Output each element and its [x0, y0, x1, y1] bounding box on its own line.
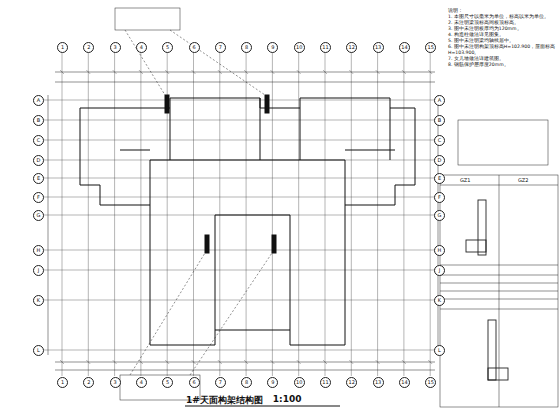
grid-bubble: C [33, 135, 44, 146]
grid-line [351, 52, 352, 376]
grid-bubble: 10 [294, 42, 305, 53]
grid-bubble: 3 [110, 42, 121, 53]
grid-bubble: 2 [83, 42, 94, 53]
grid-line [219, 52, 220, 376]
grid-bubble: F [33, 192, 44, 203]
grid-bubble: 13 [373, 42, 384, 53]
grid-line [272, 52, 273, 376]
note-text: 8. 钢筋保护层厚度20mm。 [448, 62, 556, 68]
grid-line [62, 52, 63, 376]
detail-table [440, 120, 558, 407]
note-text: 说明： [448, 8, 556, 14]
grid-line [44, 120, 434, 121]
grid-line [44, 300, 434, 301]
grid-bubble: B [434, 115, 445, 126]
grid-bubble: J [434, 265, 445, 276]
scale-label: 1:100 [273, 394, 302, 404]
grid-line [377, 52, 378, 376]
grid-bubble: 9 [267, 377, 278, 388]
grid-bubble: G [33, 210, 44, 221]
grid-bubble: L [434, 345, 445, 356]
grid-bubble: E [33, 173, 44, 184]
grid-line [114, 52, 115, 376]
notes-block: 说明：1. 本图尺寸以毫米为单位，标高以米为单位。2. 未注明梁顶标高同板顶标高… [448, 8, 556, 68]
grid-line [140, 52, 141, 376]
grid-bubble: C [434, 135, 445, 146]
grid-bubble: F [434, 192, 445, 203]
table-cell: GZ1 [460, 177, 470, 183]
grid-bubble: 15 [425, 377, 436, 388]
grid-bubble: D [33, 155, 44, 166]
grid-line [44, 178, 434, 179]
grid-bubble: 12 [346, 377, 357, 388]
grid-bubble: 5 [162, 42, 173, 53]
note-text: 2. 未注明梁顶标高同板顶标高。 [448, 20, 556, 26]
grid-bubble: K [434, 295, 445, 306]
grid-line [298, 52, 299, 376]
grid-bubble: 8 [241, 42, 252, 53]
grid-bubble: G [434, 210, 445, 221]
grid-line [430, 52, 431, 376]
grid-bubble: A [434, 95, 445, 106]
grid-bubble: 9 [267, 42, 278, 53]
note-text: 7. 女儿墙做法详建筑图。 [448, 56, 556, 62]
note-text: 4. 构造柱做法详见图集。 [448, 32, 556, 38]
building-outline [80, 95, 415, 345]
grid-bubble: 6 [189, 42, 200, 53]
grid-bubble: J [33, 265, 44, 276]
grid-bubble: D [434, 155, 445, 166]
grid-line [193, 52, 194, 376]
grid-bubble: K [33, 295, 44, 306]
note-text: 1. 本图尺寸以毫米为单位，标高以米为单位。 [448, 14, 556, 20]
grid-line [325, 52, 326, 376]
grid-bubble: 7 [215, 42, 226, 53]
grid-bubble: 1 [57, 42, 68, 53]
grid-bubble: A [33, 95, 44, 106]
grid-line [44, 350, 434, 351]
detail-callouts [115, 8, 272, 400]
grid-bubble: 5 [162, 377, 173, 388]
grid-line [44, 140, 434, 141]
grid-line [44, 100, 434, 101]
grid-bubble: 2 [83, 377, 94, 388]
grid-bubble: 6 [189, 377, 200, 388]
grid-line [88, 52, 89, 376]
grid-bubble: 12 [346, 42, 357, 53]
title-underline [185, 406, 340, 407]
grid-bubble: 14 [399, 42, 410, 53]
drawing-title: 1#天面构架结构图 [186, 394, 263, 407]
grid-bubble: 14 [399, 377, 410, 388]
grid-bubble: 11 [320, 42, 331, 53]
grid-bubble: 11 [320, 377, 331, 388]
grid-bubble: E [434, 173, 445, 184]
grid-bubble: H [33, 245, 44, 256]
grid-bubble: H [434, 245, 445, 256]
grid-bubble: 4 [136, 42, 147, 53]
dimension-lines [48, 72, 438, 370]
grid-bubble: B [33, 115, 44, 126]
grid-bubble: 8 [241, 377, 252, 388]
grid-bubble: 3 [110, 377, 121, 388]
note-text: 5. 图中未注明梁均轴线居中。 [448, 38, 556, 44]
grid-bubble: L [33, 345, 44, 356]
grid-line [246, 52, 247, 376]
note-text: 3. 图中未注明板厚均为120mm。 [448, 26, 556, 32]
grid-bubble: 7 [215, 377, 226, 388]
table-cell: GZ2 [518, 177, 528, 183]
grid-line [403, 52, 404, 376]
grid-bubble: 1 [57, 377, 68, 388]
grid-bubble: 10 [294, 377, 305, 388]
grid-bubble: 4 [136, 377, 147, 388]
grid-line [44, 250, 434, 251]
grid-line [44, 270, 434, 271]
grid-line [44, 197, 434, 198]
grid-bubble: 15 [425, 42, 436, 53]
grid-bubble: 13 [373, 377, 384, 388]
note-text: 6. 图中未注明构架顶标高H=102.900，屋面标高H=103.900。 [448, 44, 556, 56]
